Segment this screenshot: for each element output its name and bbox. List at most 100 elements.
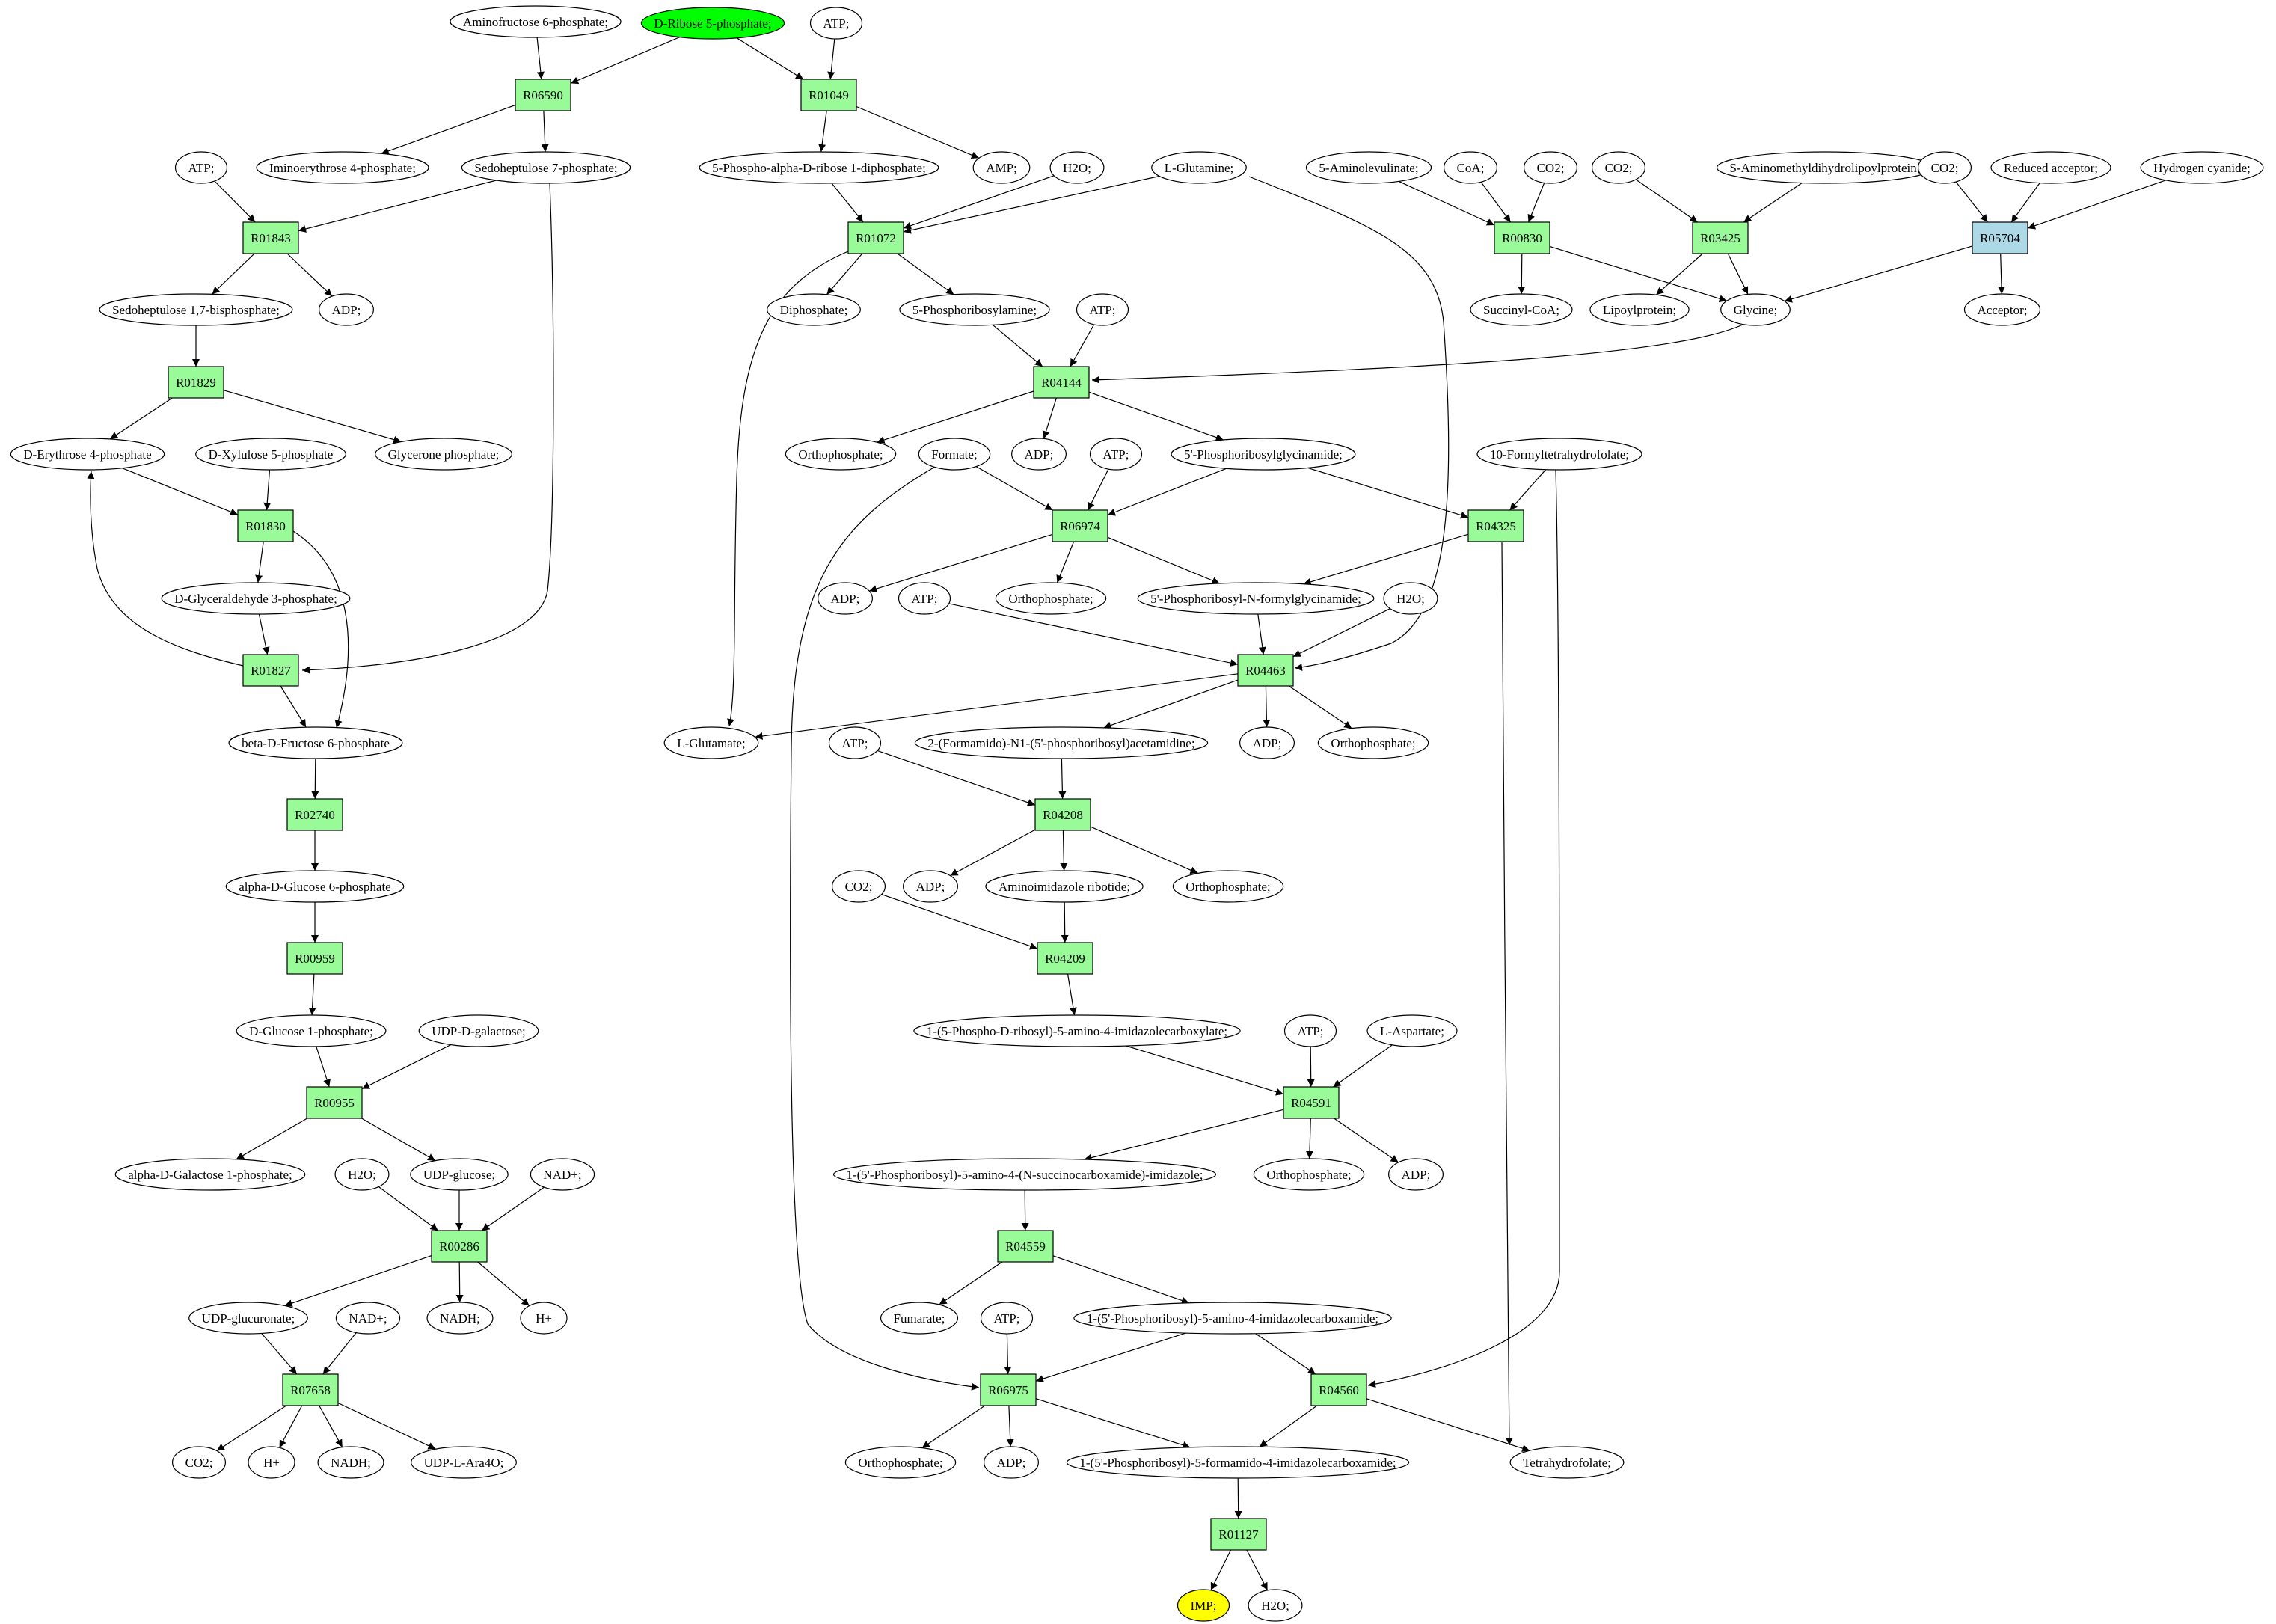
edge-r_R00286-to-m_h1 bbox=[477, 1261, 530, 1307]
node-label: R05704 bbox=[1980, 231, 2020, 245]
node-label: ATP; bbox=[823, 16, 850, 31]
node-label: R00286 bbox=[439, 1240, 479, 1254]
edge-r_R04325-to-m_thf bbox=[1501, 542, 1513, 1446]
reaction-node-r_R02740: R02740 bbox=[286, 798, 343, 831]
edge-r_R04144-to-m_pi1 bbox=[877, 390, 1034, 444]
metabolite-ellipse bbox=[2140, 151, 2264, 184]
metabolite-ellipse bbox=[375, 438, 512, 471]
reaction-box bbox=[168, 366, 224, 399]
edge-r_R00955-to-m_gal1p bbox=[236, 1118, 308, 1160]
node-label: L-Aspartate; bbox=[1380, 1024, 1444, 1038]
metabolite-node-m_pi4: Orthophosphate; bbox=[1172, 870, 1284, 903]
edge-r_R00955-to-m_udpglc bbox=[361, 1118, 436, 1162]
node-label: H2O; bbox=[1261, 1599, 1289, 1613]
metabolite-ellipse bbox=[461, 151, 631, 184]
node-label: ATP; bbox=[1298, 1024, 1324, 1038]
node-label: R04144 bbox=[1041, 376, 1082, 390]
node-label: Iminoerythrose 4-phosphate; bbox=[269, 161, 416, 175]
edge-r_R05704-to-m_gly bbox=[1784, 245, 1973, 303]
metabolite-ellipse bbox=[248, 1446, 295, 1479]
metabolite-node-m_atp4: ATP; bbox=[1089, 438, 1143, 471]
node-label: Hydrogen cyanide; bbox=[2153, 161, 2251, 175]
metabolite-ellipse bbox=[236, 1014, 387, 1047]
metabolite-ellipse bbox=[450, 5, 622, 38]
metabolite-node-m_atp6: ATP; bbox=[828, 726, 882, 759]
metabolite-ellipse bbox=[334, 1158, 390, 1191]
metabolite-ellipse bbox=[1470, 293, 1573, 326]
metabolite-ellipse bbox=[844, 1446, 957, 1479]
metabolite-node-m_cair: 1-(5-Phospho-D-ribosyl)-5-amino-4-imidaz… bbox=[913, 1014, 1241, 1047]
metabolite-node-m_f6p: beta-D-Fructose 6-phosphate bbox=[228, 726, 403, 759]
metabolite-node-m_5pra: 5-Phosphoribosylamine; bbox=[899, 293, 1050, 326]
metabolite-node-m_pi3: Orthophosphate; bbox=[1317, 726, 1429, 759]
metabolite-ellipse bbox=[1239, 726, 1295, 759]
node-label: Tetrahydrofolate; bbox=[1523, 1456, 1611, 1470]
metabolite-node-m_atp1: ATP; bbox=[809, 7, 863, 40]
metabolite-ellipse bbox=[899, 293, 1050, 326]
node-label: Orthophosphate; bbox=[798, 447, 883, 462]
metabolite-ellipse bbox=[319, 293, 374, 326]
node-label: R01072 bbox=[856, 231, 896, 245]
node-label: Orthophosphate; bbox=[1331, 736, 1415, 750]
metabolite-node-m_atp8: ATP; bbox=[980, 1302, 1034, 1335]
edge-r_R01830-to-m_f6p bbox=[292, 530, 349, 729]
reaction-box bbox=[237, 509, 294, 542]
metabolite-ellipse bbox=[174, 151, 228, 184]
metabolite-node-m_s17bp: Sedoheptulose 1,7-bisphosphate; bbox=[99, 293, 293, 326]
metabolite-ellipse bbox=[1589, 293, 1690, 326]
edge-m_atp3-to-r_R04144 bbox=[1070, 324, 1095, 367]
metabolite-node-m_udpglca: UDP-glucuronate; bbox=[188, 1302, 308, 1335]
reaction-box bbox=[1494, 221, 1550, 254]
metabolite-ellipse bbox=[410, 1158, 509, 1191]
edge-r_R04559-to-m_aicar bbox=[1052, 1255, 1189, 1305]
edge-m_amf6p-to-r_R06590 bbox=[536, 37, 545, 80]
node-label: NADH; bbox=[440, 1311, 480, 1326]
metabolite-ellipse bbox=[1388, 1158, 1444, 1191]
edge-m_atp7-to-r_R04591 bbox=[1307, 1046, 1315, 1088]
edge-r_R04209-to-m_cair bbox=[1067, 973, 1077, 1016]
reaction-box bbox=[242, 221, 299, 254]
edge-m_5pra-to-r_R04144 bbox=[993, 324, 1043, 367]
edge-m_gar-to-r_R04325 bbox=[1307, 467, 1469, 519]
metabolite-node-m_gly: Glycine; bbox=[1720, 293, 1791, 326]
edge-r_R01072-to-m_glu bbox=[727, 251, 849, 727]
edge-m_s7p-to-r_R01843 bbox=[298, 180, 497, 233]
metabolite-ellipse bbox=[995, 582, 1107, 615]
metabolite-node-m_amf6p: Aminofructose 6-phosphate; bbox=[450, 5, 622, 38]
edge-r_R04560-to-m_thf bbox=[1366, 1398, 1530, 1452]
metabolite-node-m_g3p: D-Glyceraldehyde 3-phosphate; bbox=[161, 582, 351, 615]
metabolite-ellipse bbox=[225, 870, 405, 903]
node-label: Orthophosphate; bbox=[1266, 1168, 1351, 1182]
node-label: UDP-L-Ara4O; bbox=[424, 1456, 504, 1470]
node-label: NADH; bbox=[331, 1456, 371, 1470]
metabolite-node-m_co2e: CO2; bbox=[171, 1446, 227, 1479]
node-label: 5'-Phosphoribosyl-N-formylglycinamide; bbox=[1150, 592, 1361, 606]
edge-m_co2d-to-r_R04209 bbox=[881, 894, 1038, 950]
edge-r_R04325-to-m_fgar bbox=[1303, 533, 1469, 586]
node-label: R00830 bbox=[1502, 231, 1542, 245]
metabolite-ellipse bbox=[188, 1302, 308, 1335]
metabolite-ellipse bbox=[426, 1302, 494, 1335]
node-label: D-Ribose 5-phosphate; bbox=[654, 16, 771, 31]
metabolite-node-m_samdlp: S-Aminomethyldihydrolipoylprotein; bbox=[1716, 151, 1934, 184]
edge-m_h2o1-to-r_R01072 bbox=[903, 175, 1055, 230]
metabolite-ellipse bbox=[10, 438, 165, 471]
node-label: R02740 bbox=[295, 808, 335, 822]
node-label: Fumarate; bbox=[894, 1311, 945, 1326]
node-label: CoA; bbox=[1457, 161, 1485, 175]
metabolite-node-m_s7p: Sedoheptulose 7-phosphate; bbox=[461, 151, 631, 184]
metabolite-node-m_faicar: 1-(5'-Phosphoribosyl)-5-formamido-4-imid… bbox=[1066, 1446, 1410, 1479]
metabolite-node-m_nad1: NAD+; bbox=[530, 1158, 595, 1191]
edge-r_R00286-to-m_nadh1 bbox=[455, 1261, 464, 1303]
node-label: 1-(5'-Phosphoribosyl)-5-formamido-4-imid… bbox=[1079, 1456, 1396, 1470]
edge-r_R04560-to-m_faicar bbox=[1259, 1405, 1318, 1447]
metabolite-node-m_h2o4: H2O; bbox=[1248, 1589, 1303, 1622]
metabolite-ellipse bbox=[171, 1446, 227, 1479]
metabolite-ellipse bbox=[1990, 151, 2111, 184]
metabolite-node-m_e4p: D-Erythrose 4-phosphate bbox=[10, 438, 165, 471]
reaction-box bbox=[306, 1086, 363, 1119]
node-label: IMP; bbox=[1191, 1599, 1217, 1613]
edge-m_co2b-to-r_R03425 bbox=[1635, 179, 1698, 223]
metabolite-node-m_pi6: Orthophosphate; bbox=[844, 1446, 957, 1479]
node-label: ATP; bbox=[1103, 447, 1129, 462]
